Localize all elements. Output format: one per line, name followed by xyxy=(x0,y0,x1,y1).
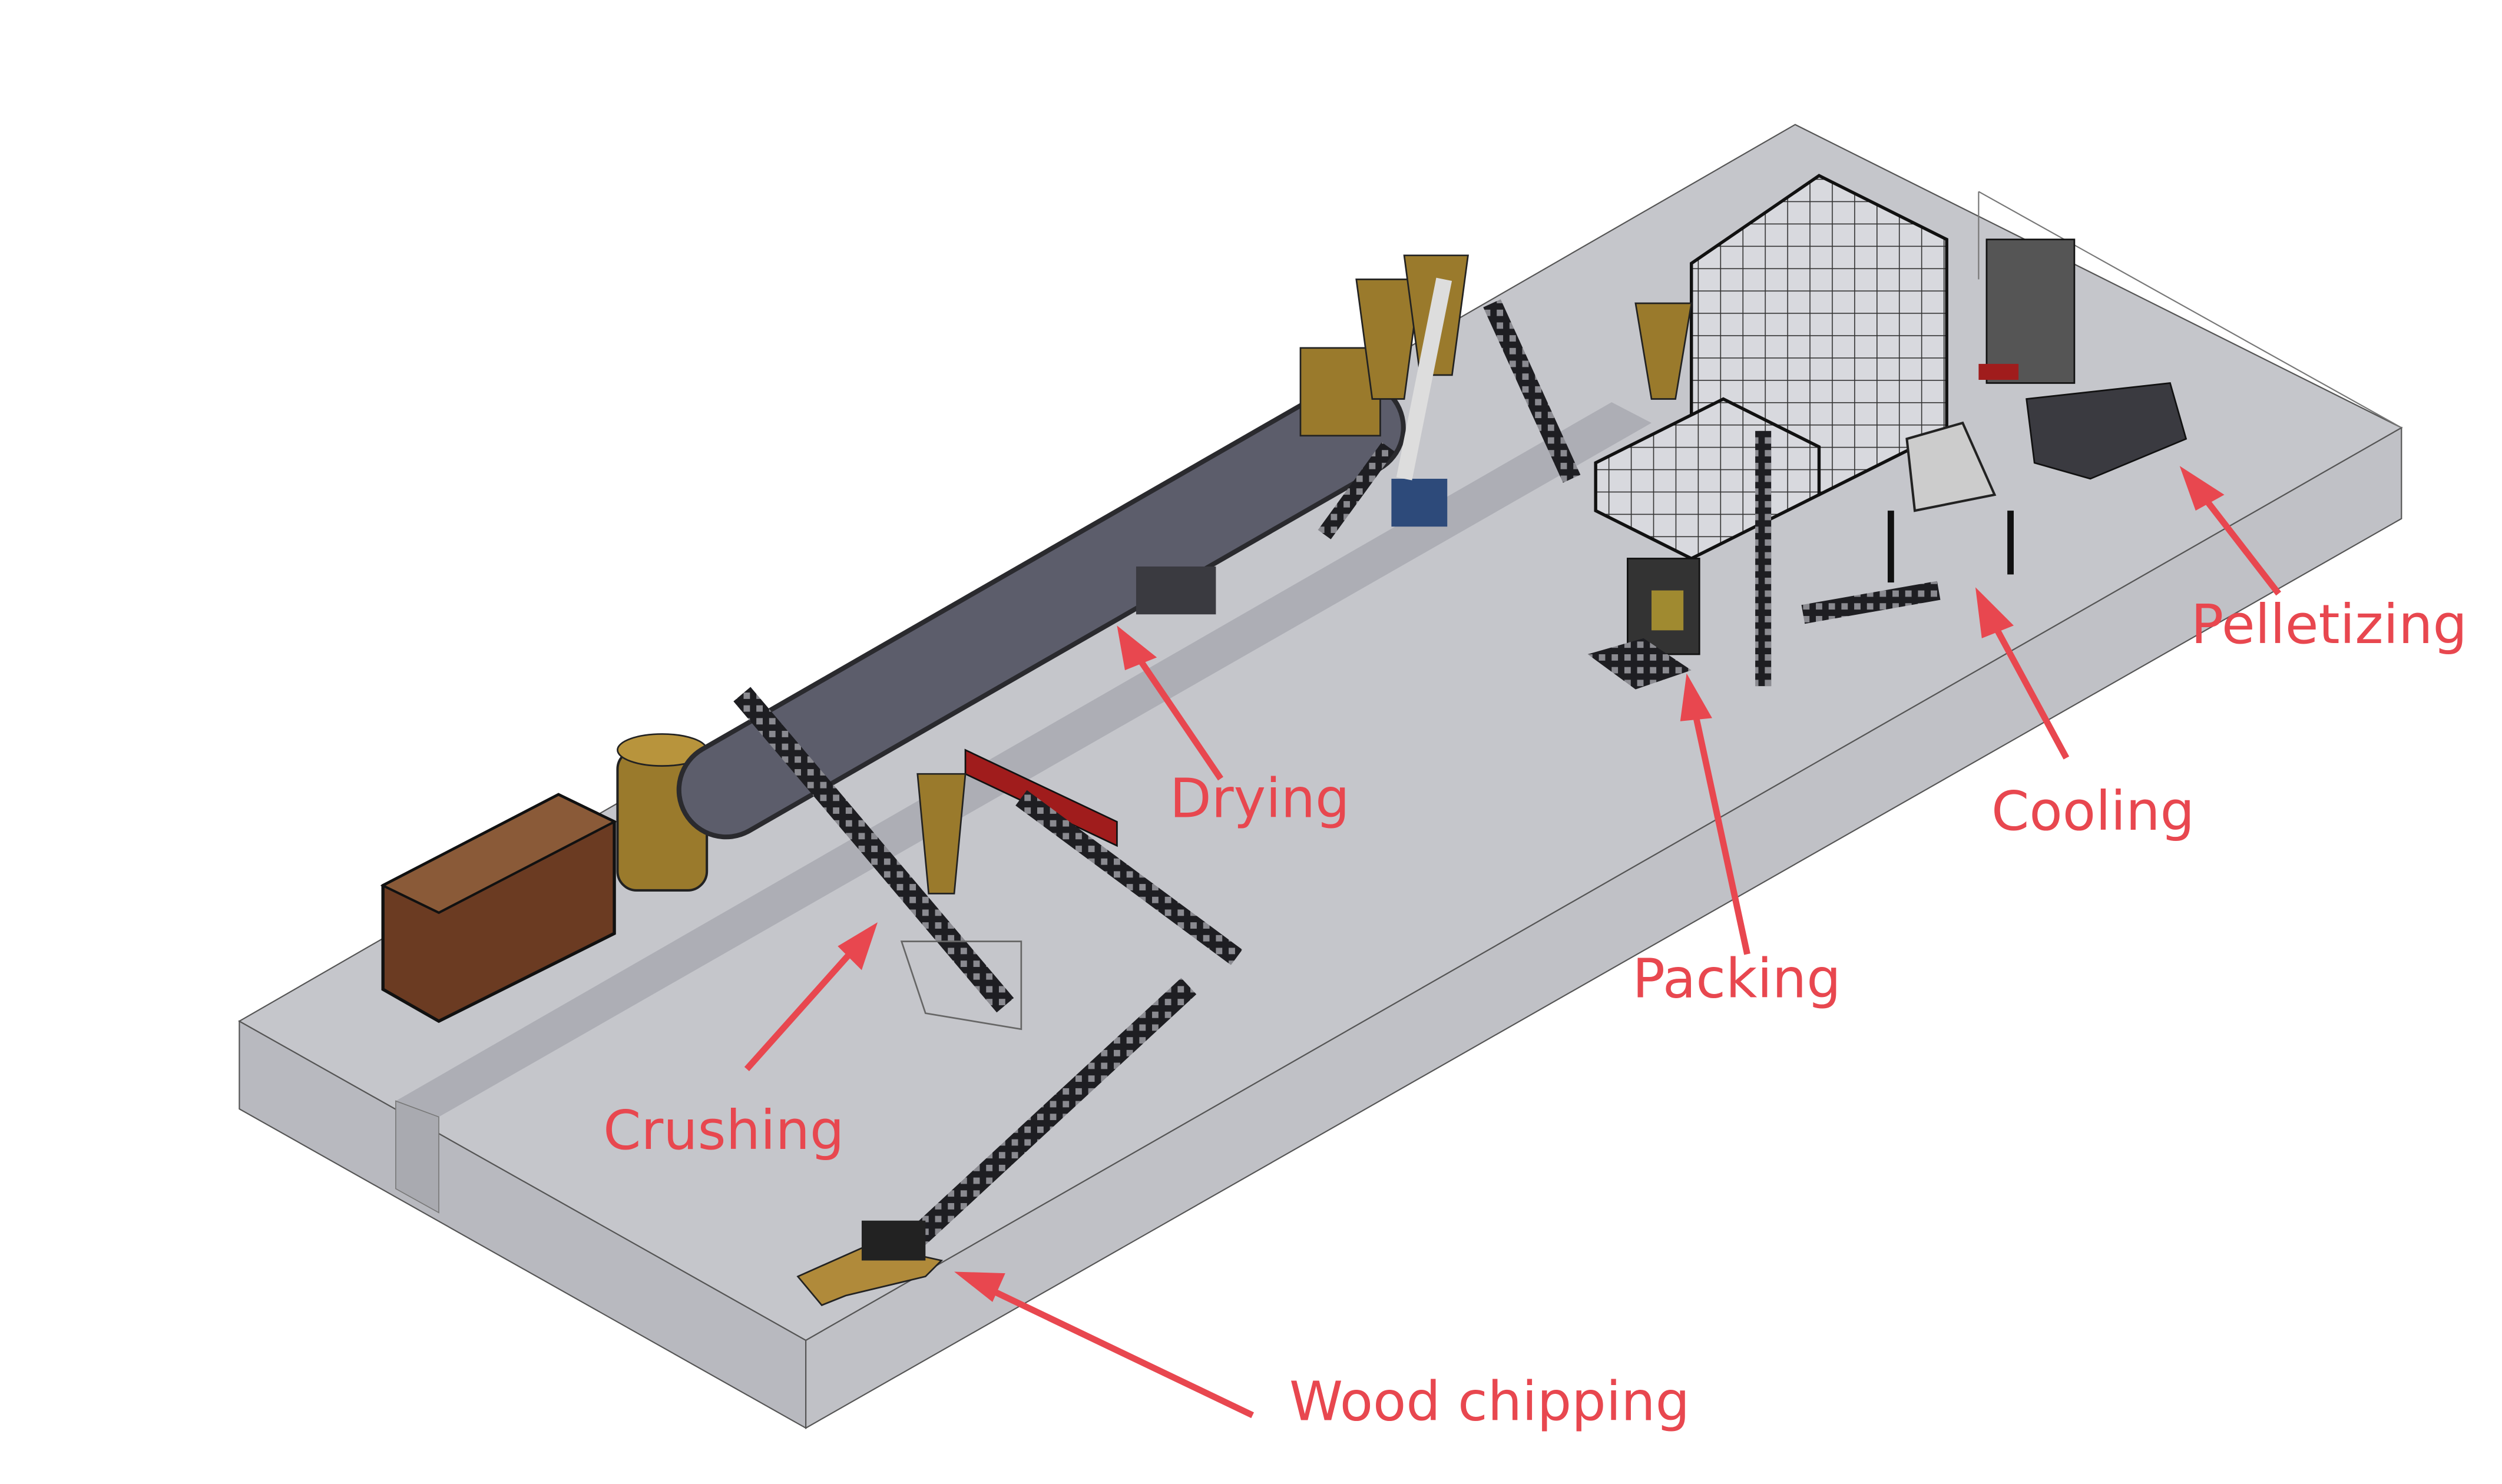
label-pelletizing: Pelletizing xyxy=(2191,593,2467,656)
label-wood-chipping: Wood chipping xyxy=(1289,1370,1690,1433)
arrow-pelletizing xyxy=(2179,466,2281,596)
cooling-unit xyxy=(1801,421,2014,624)
arrow-wood-chipping xyxy=(954,1271,1255,1419)
furnace xyxy=(380,793,617,1023)
label-crushing: Crushing xyxy=(603,1099,844,1162)
arrow-drying xyxy=(1117,625,1224,781)
label-cooling: Cooling xyxy=(1991,780,2195,843)
pellet-mill xyxy=(1978,238,2187,480)
label-packing: Packing xyxy=(1632,947,1841,1010)
dryer-cyclones xyxy=(1355,254,1469,527)
label-drying: Drying xyxy=(1170,767,1350,830)
packing-unit xyxy=(1587,397,1821,690)
wood-chipper xyxy=(796,978,1197,1306)
annotation-arrows xyxy=(744,466,2281,1419)
crushing-unit xyxy=(733,687,1243,1031)
arrow-crushing xyxy=(744,922,878,1071)
conveyor-to-packing xyxy=(1318,299,1581,539)
arrow-cooling xyxy=(1975,587,2070,760)
arrow-packing xyxy=(1680,673,1750,955)
